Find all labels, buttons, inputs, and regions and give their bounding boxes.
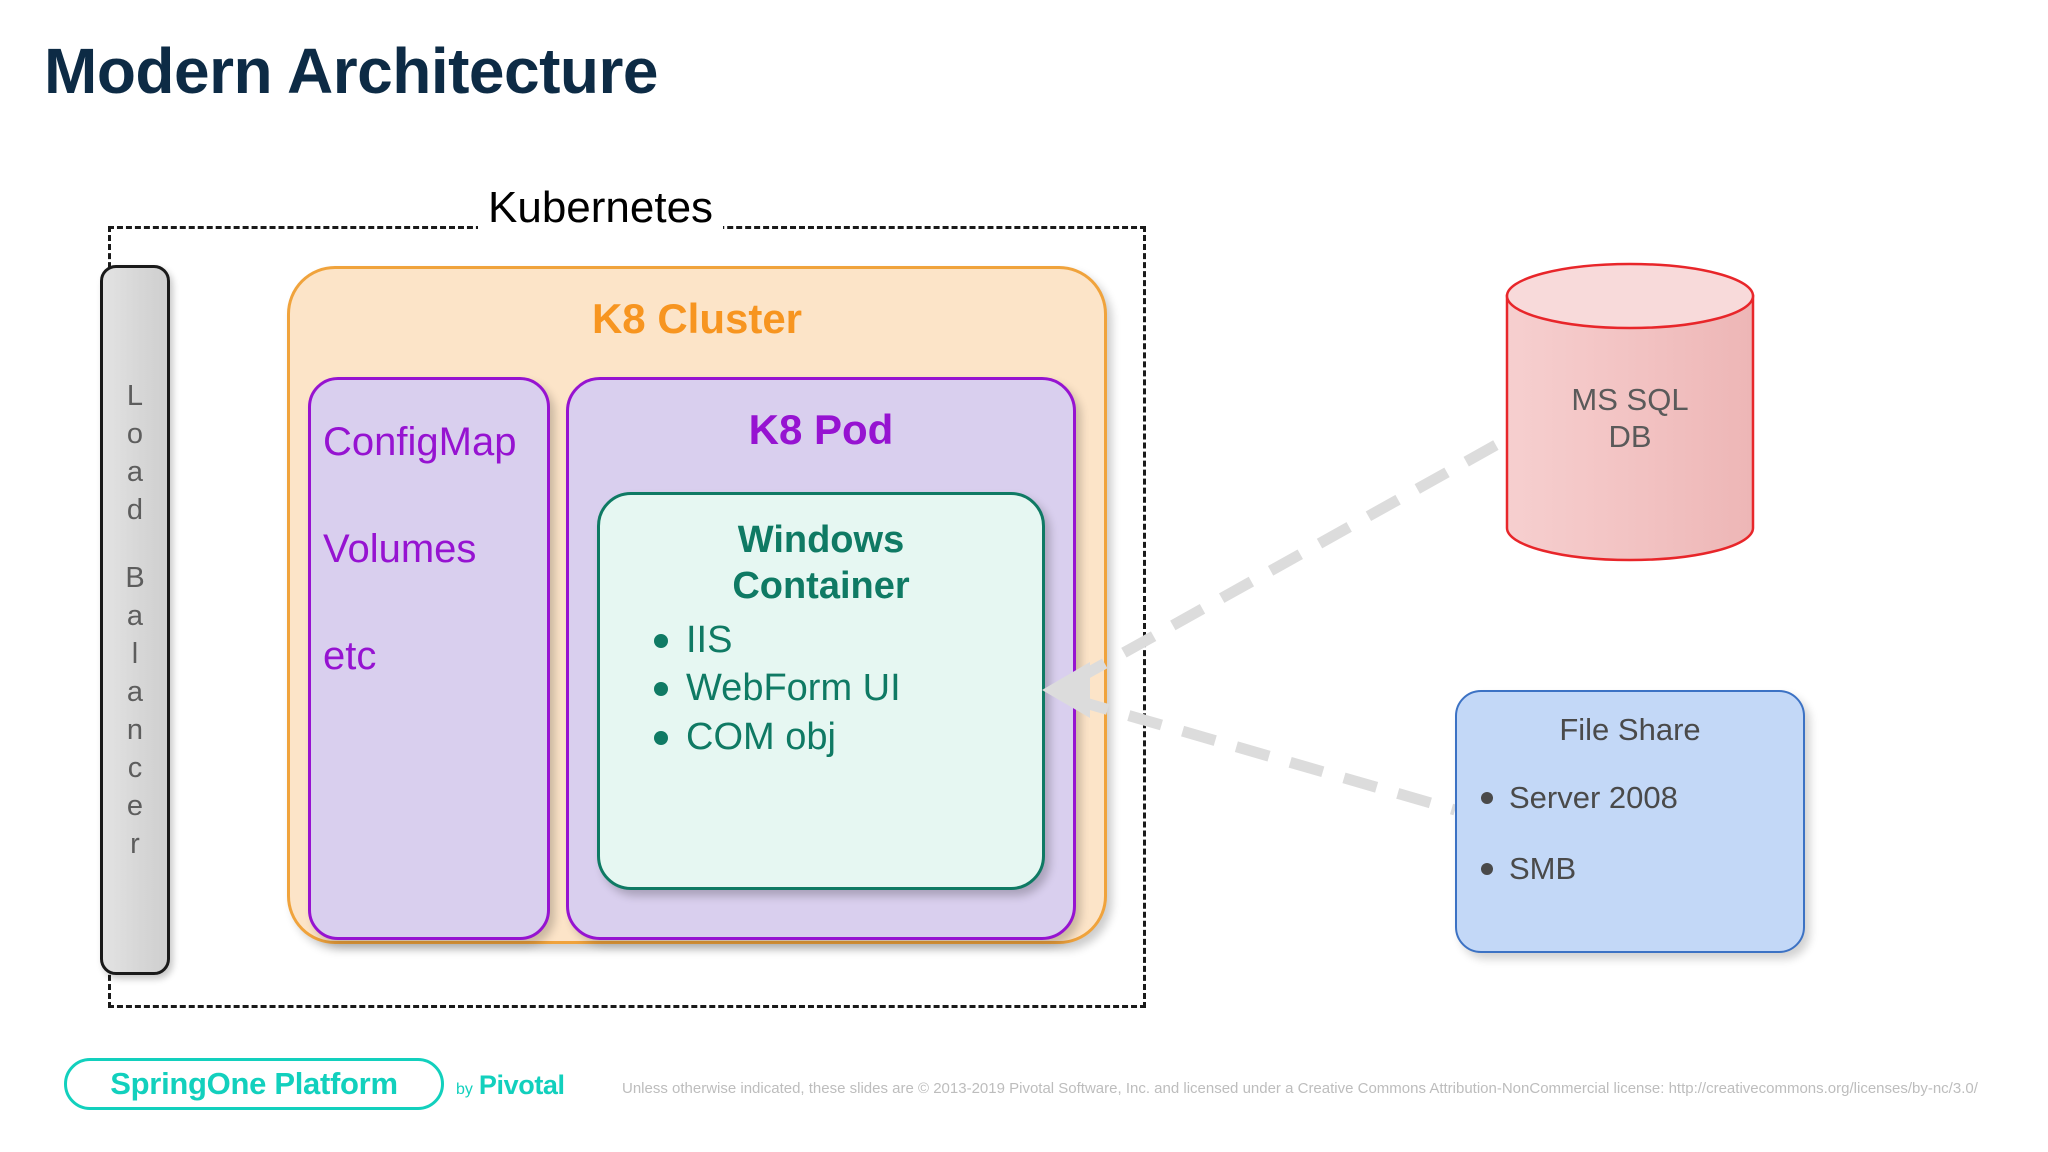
- configmap-item-volumes: Volumes: [323, 527, 477, 571]
- configmap-item-configmap: ConfigMap: [323, 420, 517, 464]
- k8-cluster-title: K8 Cluster: [591, 295, 803, 342]
- lb-char: r: [130, 828, 140, 860]
- file-share-title: File Share: [1559, 712, 1701, 747]
- load-balancer-word-load: L o a d: [127, 377, 143, 529]
- lb-char: a: [126, 456, 144, 488]
- by-word: by: [456, 1081, 473, 1098]
- lb-char: L: [126, 380, 144, 412]
- springone-logo-text: SpringOne Platform: [110, 1066, 398, 1101]
- load-balancer-node[interactable]: L o a d B a l a n c e r: [100, 265, 170, 975]
- mssql-db-node[interactable]: MS SQL DB: [1505, 262, 1755, 562]
- kubernetes-label: Kubernetes: [478, 186, 724, 230]
- lb-char: B: [125, 562, 145, 594]
- windows-container-title-line1: Windows: [737, 519, 905, 561]
- lb-char: a: [126, 676, 144, 708]
- by-pivotal-lockup: by Pivotal: [456, 1070, 565, 1101]
- list-item: WebForm UI: [652, 664, 1042, 713]
- pivotal-brand: Pivotal: [478, 1070, 565, 1100]
- load-balancer-word-balancer: B a l a n c e r: [125, 559, 144, 863]
- copyright-notice: Unless otherwise indicated, these slides…: [622, 1080, 1978, 1097]
- file-share-list: Server 2008 SMB: [1457, 782, 1803, 884]
- windows-container-title: Windows Container: [600, 517, 1042, 610]
- lb-char: n: [126, 714, 144, 746]
- lb-char: l: [131, 638, 139, 670]
- k8-pod-title: K8 Pod: [748, 406, 894, 453]
- lb-char: o: [126, 418, 144, 450]
- lb-char: a: [126, 600, 144, 632]
- mssql-db-label-line1: MS SQL: [1571, 382, 1689, 417]
- lb-char: c: [127, 752, 143, 784]
- configmap-item-etc: etc: [323, 634, 377, 678]
- lb-char: e: [126, 790, 144, 822]
- windows-container-title-line2: Container: [732, 565, 910, 608]
- list-item: COM obj: [652, 713, 1042, 762]
- springone-logo: SpringOne Platform: [64, 1058, 444, 1110]
- mssql-db-label: MS SQL DB: [1505, 382, 1755, 455]
- lb-char: d: [126, 494, 144, 526]
- configmap-box[interactable]: ConfigMap Volumes etc: [308, 377, 550, 940]
- windows-container-list: IIS WebForm UI COM obj: [600, 616, 1042, 762]
- list-item: Server 2008: [1479, 782, 1803, 813]
- mssql-db-label-line2: DB: [1608, 418, 1652, 454]
- list-item: SMB: [1479, 853, 1803, 884]
- page-title: Modern Architecture: [44, 35, 659, 107]
- windows-container-box[interactable]: Windows Container IIS WebForm UI COM obj: [597, 492, 1045, 890]
- file-share-node[interactable]: File Share Server 2008 SMB: [1455, 690, 1805, 953]
- database-cylinder-icon: [1505, 262, 1755, 562]
- list-item: IIS: [652, 616, 1042, 665]
